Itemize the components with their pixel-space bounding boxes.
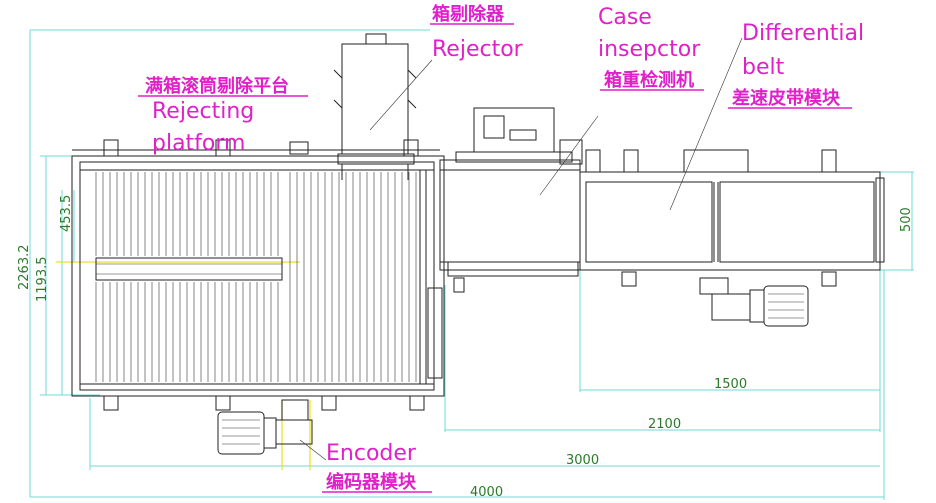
- dim-4000: 4000: [470, 485, 503, 500]
- belt-cn-label: 差速皮带模块: [732, 87, 841, 109]
- dimension-labels: 4000 3000 2100 1500 500 2263.2 1193.5 45…: [17, 195, 914, 500]
- belt-en-label-1: Differential: [742, 21, 864, 46]
- platform-en-label-2: platform: [152, 131, 245, 156]
- dim-2100: 2100: [648, 417, 681, 432]
- labels: 箱剔除器 Rejector 满箱滚筒剔除平台 Rejecting platfor…: [138, 3, 864, 493]
- belt-en-label-2: belt: [742, 55, 785, 80]
- inspector-en-label-2: insepctor: [598, 37, 701, 62]
- rollers-right: [289, 172, 417, 382]
- rejector-unit: [333, 33, 433, 180]
- rejecting-platform: [71, 139, 445, 411]
- rejector-cn-label: 箱剔除器: [432, 3, 505, 25]
- inspector-en-label-1: Case: [598, 5, 652, 30]
- center-marks: [56, 261, 311, 470]
- platform-en-label-1: Rejecting: [152, 99, 254, 124]
- dim-1500: 1500: [714, 377, 747, 392]
- dimension-lines: [29, 29, 914, 500]
- rollers-upper: [95, 172, 279, 256]
- dim-3000: 3000: [566, 453, 599, 468]
- dim-1193: 1193.5: [35, 257, 50, 303]
- dim-500: 500: [899, 207, 914, 232]
- encoder-cn-label: 编码器模块: [326, 471, 417, 493]
- dim-453: 453.5: [59, 195, 74, 232]
- platform-feet: [103, 139, 425, 411]
- platform-cn-label: 满箱滚筒剔除平台: [145, 75, 289, 97]
- differential-belt: [579, 37, 885, 327]
- encoder-unit: [217, 399, 313, 455]
- dim-2263: 2263.2: [17, 245, 32, 291]
- rejector-en-label: Rejector: [432, 37, 524, 62]
- encoder-en-label: Encoder: [326, 441, 417, 466]
- inspector-cn-label: 箱重检测机: [604, 69, 694, 91]
- rollers-lower: [95, 282, 279, 382]
- case-inspector: [439, 107, 599, 293]
